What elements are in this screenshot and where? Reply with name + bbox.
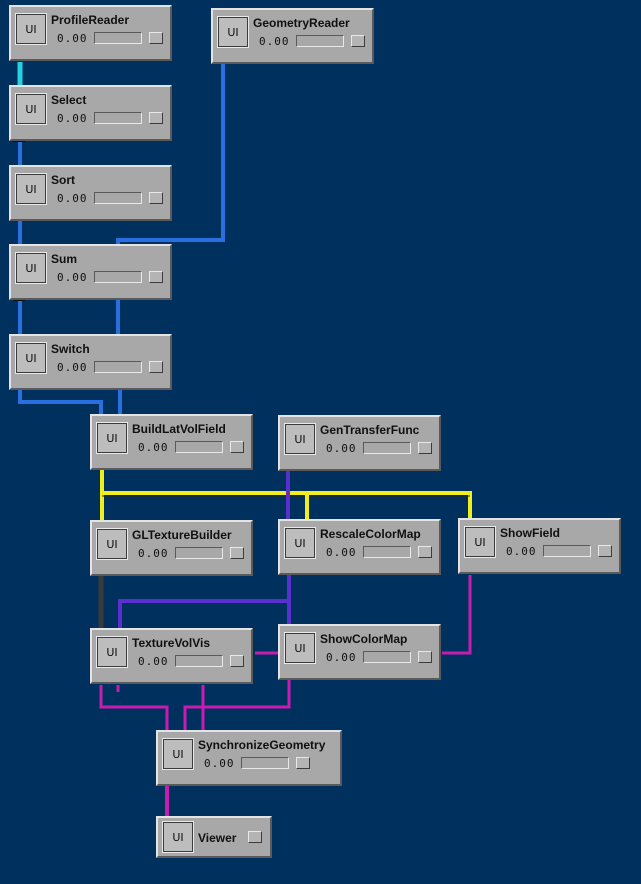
ui-button[interactable]: UI <box>162 821 194 853</box>
progress-bar <box>241 757 289 769</box>
wire-showcolormap-synchronizegeometry[interactable] <box>183 680 291 733</box>
module-title: BuildLatVolField <box>132 422 226 436</box>
module-title: GeometryReader <box>253 16 350 30</box>
module-time: 0.00 <box>57 32 88 45</box>
progress-bar <box>94 361 142 373</box>
module-time: 0.00 <box>57 361 88 374</box>
module-time: 0.00 <box>326 442 357 455</box>
status-button[interactable] <box>149 32 163 44</box>
ui-button[interactable]: UI <box>15 93 47 125</box>
progress-bar <box>175 441 223 453</box>
ui-button[interactable]: UI <box>217 16 249 48</box>
progress-bar <box>175 547 223 559</box>
wire-buildlatvolfield-bus <box>102 491 472 522</box>
wire-texturevolvis-synchronizegeometry[interactable] <box>99 685 169 733</box>
progress-bar <box>296 35 344 47</box>
progress-bar <box>363 442 411 454</box>
module-title: Sum <box>51 252 78 266</box>
ui-button[interactable]: UI <box>15 342 47 374</box>
status-button[interactable] <box>248 831 262 843</box>
ui-button[interactable]: UI <box>284 632 316 664</box>
progress-bar <box>175 655 223 667</box>
module-select[interactable]: UI Select 0.00 <box>9 85 172 141</box>
status-button[interactable] <box>598 545 612 557</box>
status-button[interactable] <box>149 192 163 204</box>
status-button[interactable] <box>351 35 365 47</box>
module-viewer[interactable]: UI Viewer <box>156 816 272 858</box>
module-sort[interactable]: UI Sort 0.00 <box>9 165 172 221</box>
module-buildlatvolfield[interactable]: UI BuildLatVolField 0.00 <box>90 414 253 470</box>
module-title: ProfileReader <box>51 13 130 27</box>
module-profilereader[interactable]: UI ProfileReader 0.00 <box>9 5 172 61</box>
module-time: 0.00 <box>204 757 235 770</box>
ui-button[interactable]: UI <box>15 173 47 205</box>
module-rescalecolormap[interactable]: UI RescaleColorMap 0.00 <box>278 519 441 575</box>
status-button[interactable] <box>149 112 163 124</box>
status-button[interactable] <box>418 442 432 454</box>
status-button[interactable] <box>230 547 244 559</box>
module-synchronizegeometry[interactable]: UI SynchronizeGeometry 0.00 <box>156 730 342 786</box>
ui-button[interactable]: UI <box>162 738 194 770</box>
progress-bar <box>94 32 142 44</box>
status-button[interactable] <box>230 655 244 667</box>
module-time: 0.00 <box>57 271 88 284</box>
module-geometryreader[interactable]: UI GeometryReader 0.00 <box>211 8 374 64</box>
ui-button[interactable]: UI <box>284 527 316 559</box>
ui-button[interactable]: UI <box>96 528 128 560</box>
progress-bar <box>94 192 142 204</box>
module-title: ShowField <box>500 526 560 540</box>
module-time: 0.00 <box>506 545 537 558</box>
progress-bar <box>363 546 411 558</box>
module-gentransferfunc[interactable]: UI GenTransferFunc 0.00 <box>278 415 441 471</box>
module-sum[interactable]: UI Sum 0.00 <box>9 244 172 300</box>
module-title: SynchronizeGeometry <box>198 738 326 752</box>
module-title: GLTextureBuilder <box>132 528 232 542</box>
status-button[interactable] <box>296 757 310 769</box>
ui-button[interactable]: UI <box>96 422 128 454</box>
wire-switch-buildlatvolfield[interactable] <box>18 389 103 420</box>
ui-button[interactable]: UI <box>284 423 316 455</box>
status-button[interactable] <box>418 546 432 558</box>
module-title: GenTransferFunc <box>320 423 420 437</box>
progress-bar <box>363 651 411 663</box>
module-time: 0.00 <box>57 112 88 125</box>
ui-button[interactable]: UI <box>15 252 47 284</box>
ui-button[interactable]: UI <box>96 636 128 668</box>
module-showfield[interactable]: UI ShowField 0.00 <box>458 518 621 574</box>
module-title: Sort <box>51 173 75 187</box>
module-title: Select <box>51 93 87 107</box>
module-title: RescaleColorMap <box>320 527 421 541</box>
module-showcolormap[interactable]: UI ShowColorMap 0.00 <box>278 624 441 680</box>
module-time: 0.00 <box>259 35 290 48</box>
module-time: 0.00 <box>326 546 357 559</box>
module-title: ShowColorMap <box>320 632 408 646</box>
progress-bar <box>94 112 142 124</box>
status-button[interactable] <box>418 651 432 663</box>
ui-button[interactable]: UI <box>15 13 47 45</box>
status-button[interactable] <box>149 271 163 283</box>
module-title: TextureVolVis <box>132 636 211 650</box>
module-gltexturebuilder[interactable]: UI GLTextureBuilder 0.00 <box>90 520 253 576</box>
module-switch[interactable]: UI Switch 0.00 <box>9 334 172 390</box>
module-time: 0.00 <box>57 192 88 205</box>
status-button[interactable] <box>149 361 163 373</box>
wire-rescalecolormap-texturevolvis[interactable] <box>118 575 291 630</box>
ui-button[interactable]: UI <box>464 526 496 558</box>
module-time: 0.00 <box>138 655 169 668</box>
progress-bar <box>94 271 142 283</box>
wire-geometryreader-buildlatvolfield[interactable] <box>116 64 225 247</box>
module-time: 0.00 <box>138 547 169 560</box>
status-button[interactable] <box>230 441 244 453</box>
module-title: Switch <box>51 342 90 356</box>
progress-bar <box>543 545 591 557</box>
module-texturevolvis[interactable]: UI TextureVolVis 0.00 <box>90 628 253 684</box>
module-title: Viewer <box>198 831 237 845</box>
module-time: 0.00 <box>326 651 357 664</box>
module-time: 0.00 <box>138 441 169 454</box>
wire-showfield-synchronizegeometry[interactable] <box>442 575 472 655</box>
